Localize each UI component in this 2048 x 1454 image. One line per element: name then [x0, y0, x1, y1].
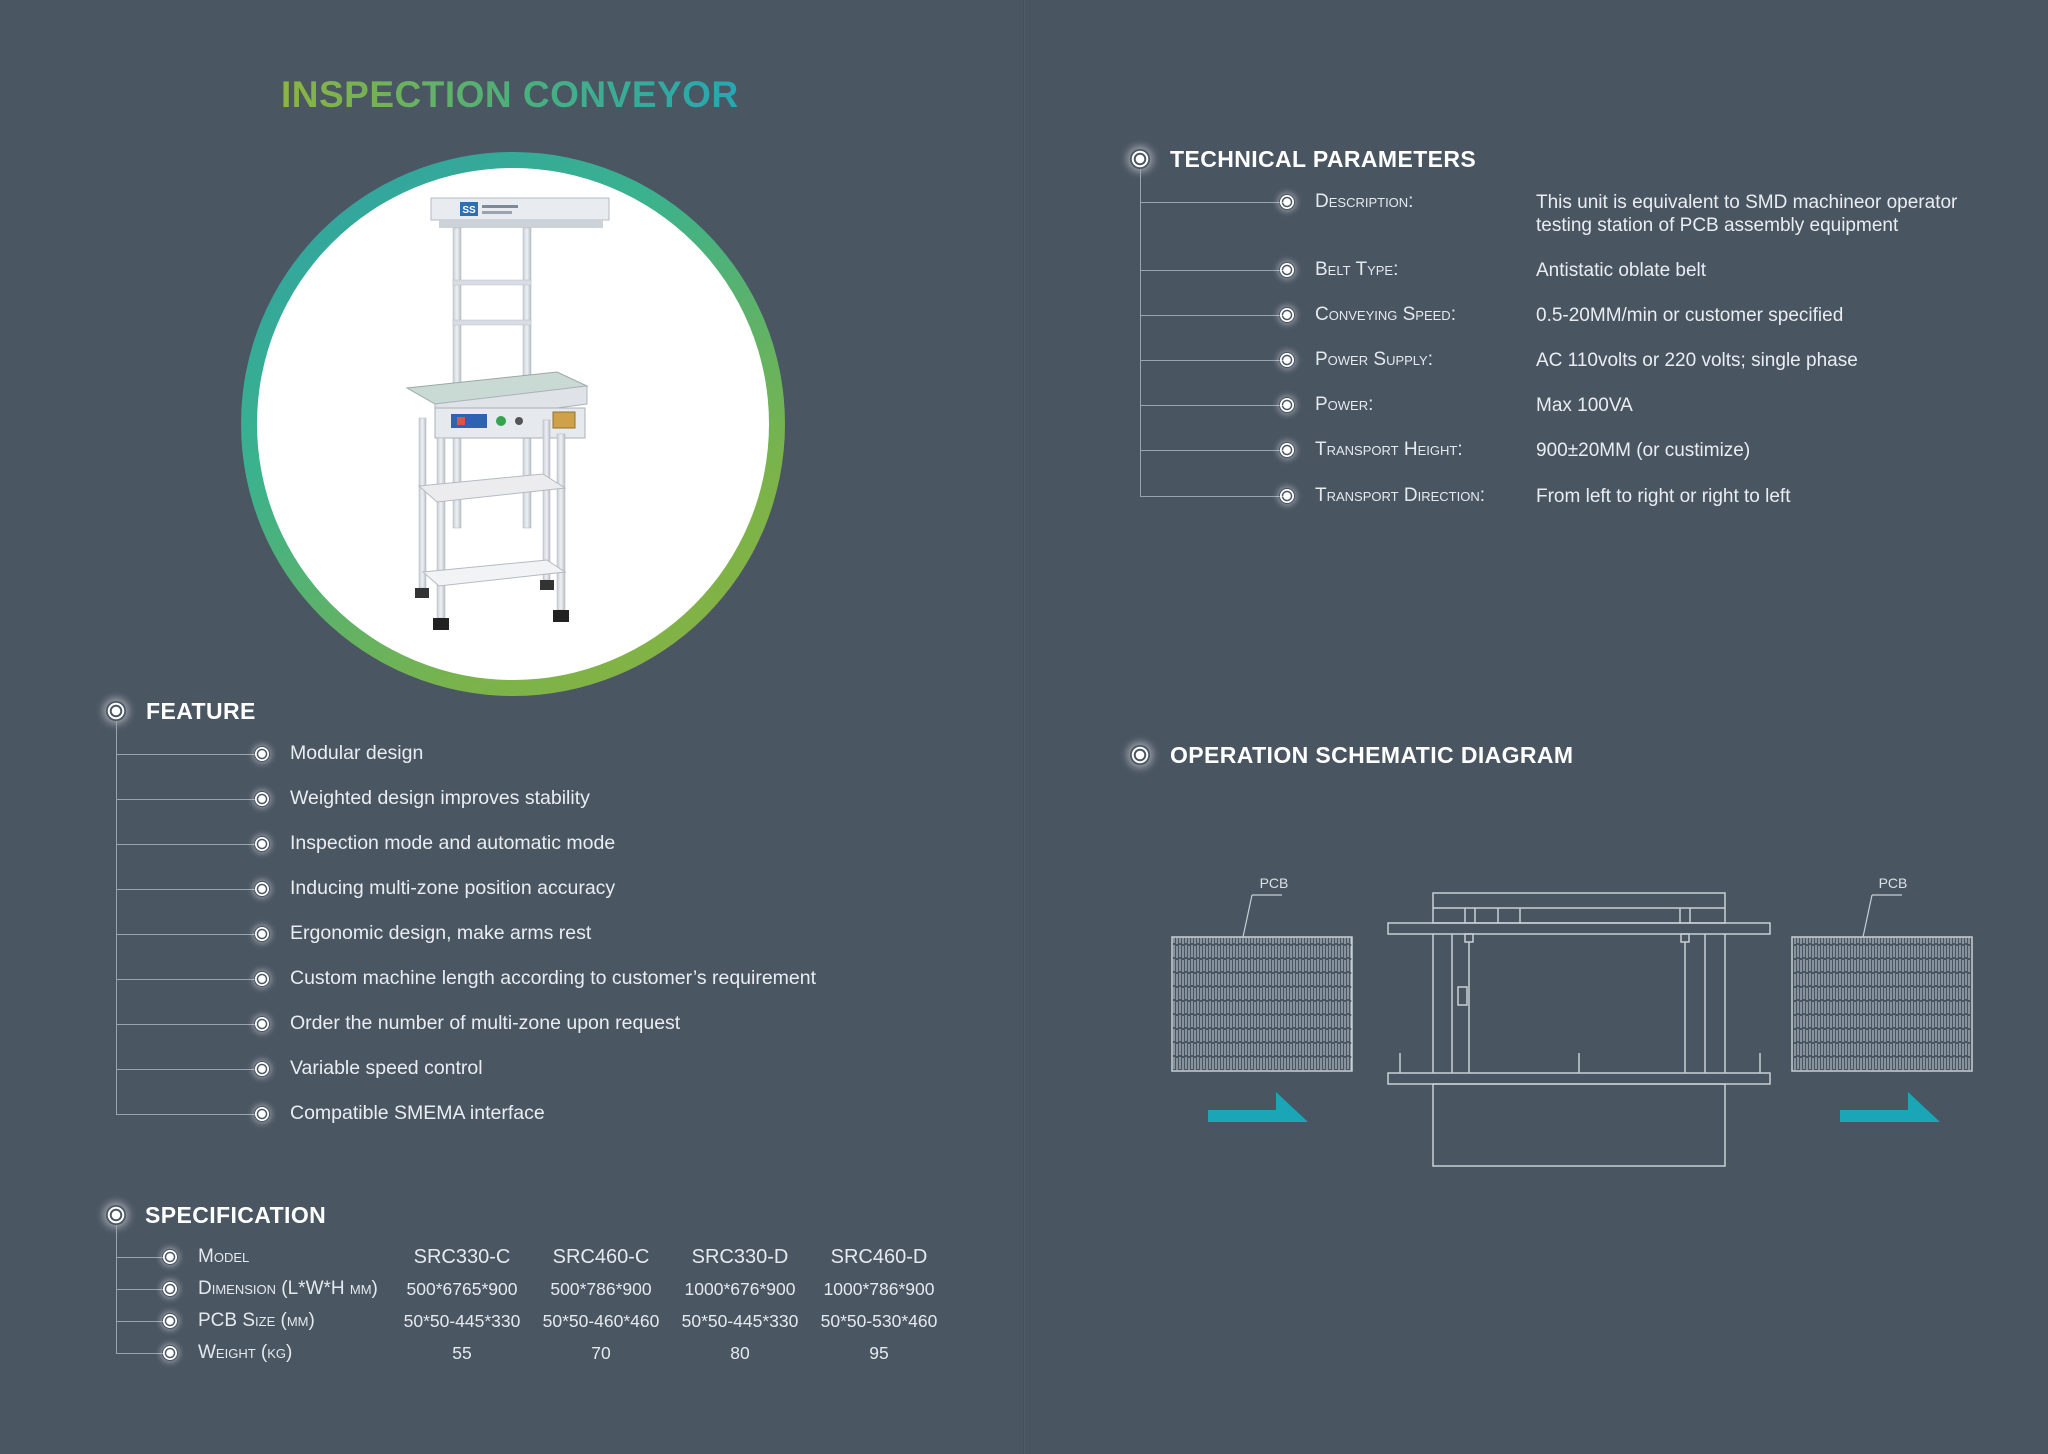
feature-bullet	[254, 971, 270, 987]
tech-label: Belt Type:	[1315, 259, 1399, 280]
spec-bullet	[162, 1345, 178, 1361]
product-photo: SS	[257, 168, 769, 680]
brand-logo: SS	[460, 202, 518, 216]
tech-label: Transport Height:	[1315, 439, 1463, 460]
spec-cell: SRC330-D	[691, 1246, 789, 1268]
spec-bullet	[162, 1249, 178, 1265]
feature-bullet	[254, 926, 270, 942]
spec-bullet	[162, 1281, 178, 1297]
spec-label-dimension: Dimension (L*W*H mm)	[198, 1278, 378, 1299]
spec-cell: 50*50-460*460	[542, 1311, 660, 1331]
spec-cell: SRC330-C	[413, 1246, 511, 1268]
tech-heading: TECHNICAL PARAMETERS	[1170, 146, 1477, 172]
page-fold	[1023, 0, 1025, 1454]
feature-bullet	[254, 1016, 270, 1032]
spec-cell: 70	[591, 1343, 611, 1363]
tech-value: Antistatic oblate belt	[1536, 260, 1707, 281]
tech-value: 900±20MM (or custimize)	[1536, 440, 1751, 461]
tech-bullet	[1279, 442, 1295, 458]
page-title: INSPECTION CONVEYOR	[281, 74, 739, 115]
tech-bullet	[1279, 488, 1295, 504]
tech-label: Description:	[1315, 191, 1414, 212]
spec-cell: 1000*676*900	[684, 1279, 796, 1299]
spec-heading: SPECIFICATION	[145, 1202, 327, 1228]
spec-cell: SRC460-D	[830, 1246, 928, 1268]
conveyor-illustration: SS	[405, 197, 610, 630]
feature-bullet	[254, 836, 270, 852]
feature-bullet	[254, 881, 270, 897]
feature-bullet	[254, 746, 270, 762]
tech-label: Transport Direction:	[1315, 485, 1485, 506]
spec-cell: SRC460-C	[552, 1246, 650, 1268]
pcb-right-label: PCB	[1879, 875, 1908, 891]
feature-heading: FEATURE	[146, 698, 256, 724]
spec-label-weight: Weight (kg)	[198, 1342, 293, 1363]
spec-label-model: Model	[198, 1246, 250, 1267]
tech-value: 0.5-20MM/min or customer specified	[1536, 305, 1844, 326]
conveyor-front-view	[1387, 892, 1771, 1167]
product-photo-ring: SS	[241, 152, 785, 696]
feature-item: Modular design	[290, 742, 424, 764]
feature-item: Ergonomic design, make arms rest	[290, 922, 592, 944]
tech-tree-line	[1140, 169, 1141, 496]
spec-cell: 80	[730, 1343, 750, 1363]
tech-bullet	[1279, 352, 1295, 368]
feature-item: Weighted design improves stability	[290, 787, 590, 809]
tech-bullet	[1279, 194, 1295, 210]
tech-bullet	[1279, 262, 1295, 278]
pcb-left: PCB	[1171, 875, 1353, 1072]
feature-item: Order the number of multi-zone upon requ…	[290, 1012, 681, 1034]
spec-cell: 55	[452, 1343, 472, 1363]
tech-label: Conveying Speed:	[1315, 304, 1456, 325]
tech-bullet	[1279, 307, 1295, 323]
spec-cell: 50*50-445*330	[403, 1311, 521, 1331]
schematic-heading-bullet	[1130, 745, 1150, 765]
feature-bullet	[254, 791, 270, 807]
arrow-right-icon	[1840, 1092, 1940, 1122]
tech-bullet	[1279, 397, 1295, 413]
spec-cell: 1000*786*900	[823, 1279, 935, 1299]
tech-heading-bullet	[1130, 149, 1150, 169]
svg-text:SS: SS	[462, 205, 476, 216]
feature-heading-bullet	[106, 701, 126, 721]
spec-cell: 500*6765*900	[406, 1279, 518, 1299]
feature-bullet	[254, 1106, 270, 1122]
spec-cell: 500*786*900	[550, 1279, 652, 1299]
pcb-right: PCB	[1791, 875, 1973, 1072]
spec-heading-bullet	[106, 1205, 126, 1225]
right-page	[1024, 0, 2048, 1454]
arrow-right-icon	[1208, 1092, 1308, 1122]
spec-cell: 50*50-445*330	[681, 1311, 799, 1331]
tech-label: Power Supply:	[1315, 349, 1434, 370]
spec-cell: 50*50-530*460	[820, 1311, 938, 1331]
feature-bullet	[254, 1061, 270, 1077]
feature-item: Compatible SMEMA interface	[290, 1102, 545, 1124]
feature-tree-line	[116, 721, 117, 1114]
tech-value: Max 100VA	[1536, 395, 1633, 416]
pcb-left-label: PCB	[1260, 875, 1289, 891]
feature-item: Variable speed control	[290, 1057, 483, 1079]
feature-item: Custom machine length according to custo…	[290, 967, 817, 989]
tech-value: AC 110volts or 220 volts; single phase	[1536, 350, 1858, 371]
tech-value: From left to right or right to left	[1536, 486, 1791, 507]
spec-label-pcb-size: PCB Size (mm)	[198, 1310, 315, 1331]
spec-bullet	[162, 1313, 178, 1329]
tech-label: Power:	[1315, 394, 1374, 415]
spec-cell: 95	[869, 1343, 889, 1363]
feature-item: Inducing multi-zone position accuracy	[290, 877, 616, 899]
schematic-heading: OPERATION SCHEMATIC DIAGRAM	[1170, 742, 1574, 768]
feature-item: Inspection mode and automatic mode	[290, 832, 616, 854]
tech-value: This unit is equivalent to SMD machineor…	[1536, 192, 1958, 236]
